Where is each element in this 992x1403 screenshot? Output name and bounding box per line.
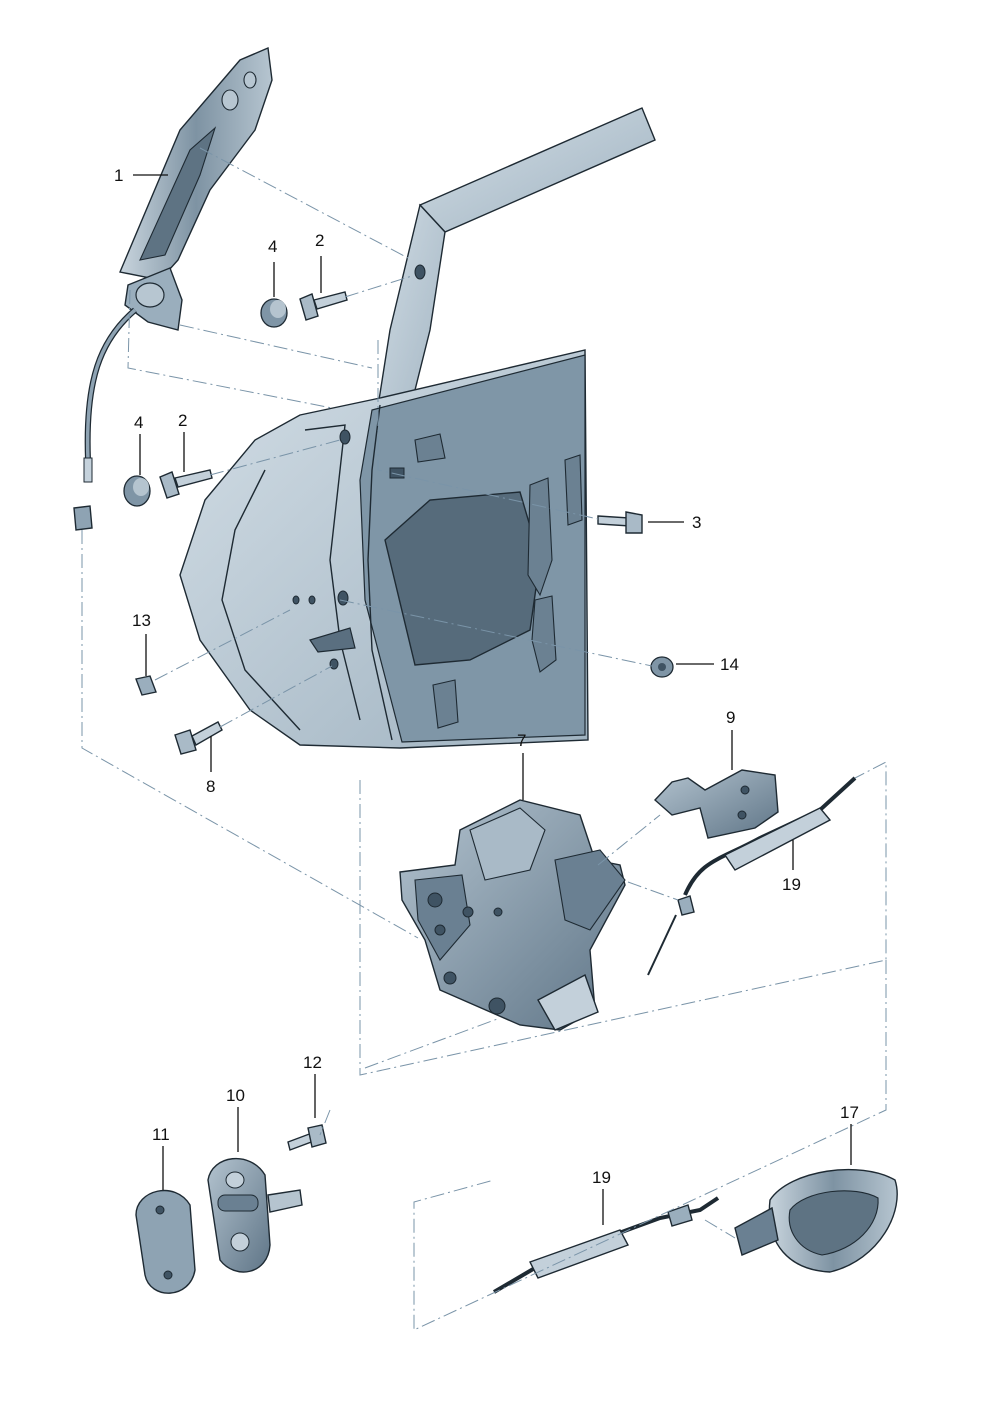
label-part-13: 13 <box>132 611 151 630</box>
label-part-12: 12 <box>303 1053 322 1072</box>
label-part-8: 8 <box>206 777 215 796</box>
bracket-part-9 <box>653 769 779 839</box>
leader-lines <box>133 174 852 1225</box>
label-part-2-upper: 2 <box>315 231 324 250</box>
clip-part-13 <box>135 675 157 696</box>
cable-upper <box>647 776 857 976</box>
bolt-part-3 <box>597 511 643 534</box>
outer-door-handle <box>73 46 273 531</box>
cable-lower <box>492 1196 720 1294</box>
label-part-4-upper: 4 <box>268 237 277 256</box>
label-part-11: 11 <box>152 1125 170 1144</box>
label-part-9: 9 <box>726 708 735 727</box>
cap-middle <box>123 475 151 507</box>
bolt-upper <box>299 291 348 321</box>
label-part-2-middle: 2 <box>178 411 187 430</box>
label-part-14: 14 <box>720 655 739 674</box>
door-frame <box>179 107 656 749</box>
door-lock <box>399 799 626 1031</box>
bolt-middle <box>159 469 213 499</box>
part-labels: 1 4 2 4 2 3 13 14 8 7 9 19 12 10 11 19 1… <box>114 166 859 1187</box>
label-part-19-lower: 19 <box>592 1168 611 1187</box>
label-part-10: 10 <box>226 1086 245 1105</box>
gasket-part-11 <box>135 1189 196 1294</box>
label-part-17: 17 <box>840 1103 859 1122</box>
inner-door-handle <box>734 1168 898 1273</box>
label-part-7: 7 <box>517 731 526 750</box>
label-part-19-upper: 19 <box>782 875 801 894</box>
striker-plate <box>207 1158 303 1273</box>
label-part-1: 1 <box>114 166 123 185</box>
bolt-part-8 <box>174 721 223 755</box>
cap-upper <box>260 298 288 328</box>
phantom-lines <box>81 147 887 1331</box>
nut-part-14 <box>650 656 674 678</box>
label-part-4-middle: 4 <box>134 413 143 432</box>
bolt-part-12 <box>287 1124 327 1151</box>
label-part-3: 3 <box>692 513 701 532</box>
